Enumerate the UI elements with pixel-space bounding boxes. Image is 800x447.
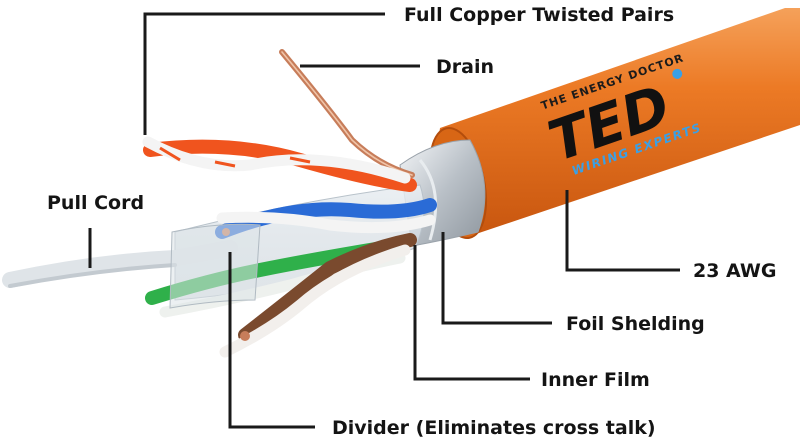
copper-core-brown xyxy=(240,331,250,341)
jacket-body xyxy=(438,8,800,236)
label-twisted-pairs: Full Copper Twisted Pairs xyxy=(404,4,675,26)
pull-cord-shade xyxy=(8,263,177,288)
label-awg: 23 AWG xyxy=(693,260,777,282)
foil-crease xyxy=(418,159,438,241)
leader-lines xyxy=(88,12,680,429)
pair-orange xyxy=(142,136,417,192)
wire-orange-stripe xyxy=(159,146,311,168)
leader-awg xyxy=(565,190,680,272)
label-divider: Divider (Eliminates cross talk) xyxy=(332,417,656,439)
leader-foil xyxy=(441,232,552,325)
wire-blue-white xyxy=(216,211,436,234)
wire-brown xyxy=(238,233,417,342)
drain-wire-highlight xyxy=(281,51,413,176)
wire-orange-white xyxy=(142,136,411,184)
pair-brown xyxy=(219,233,417,358)
divider-spline xyxy=(169,223,261,309)
leader-inner-film xyxy=(413,245,530,381)
label-drain: Drain xyxy=(436,56,495,78)
label-pull-cord: Pull Cord xyxy=(47,192,145,214)
label-foil: Foil Shelding xyxy=(566,313,705,335)
logo-dot-icon xyxy=(672,68,683,79)
wire-brown-white xyxy=(219,244,411,358)
leader-divider xyxy=(228,252,315,429)
leader-twisted-pairs xyxy=(143,12,385,135)
label-inner-film: Inner Film xyxy=(541,369,650,391)
